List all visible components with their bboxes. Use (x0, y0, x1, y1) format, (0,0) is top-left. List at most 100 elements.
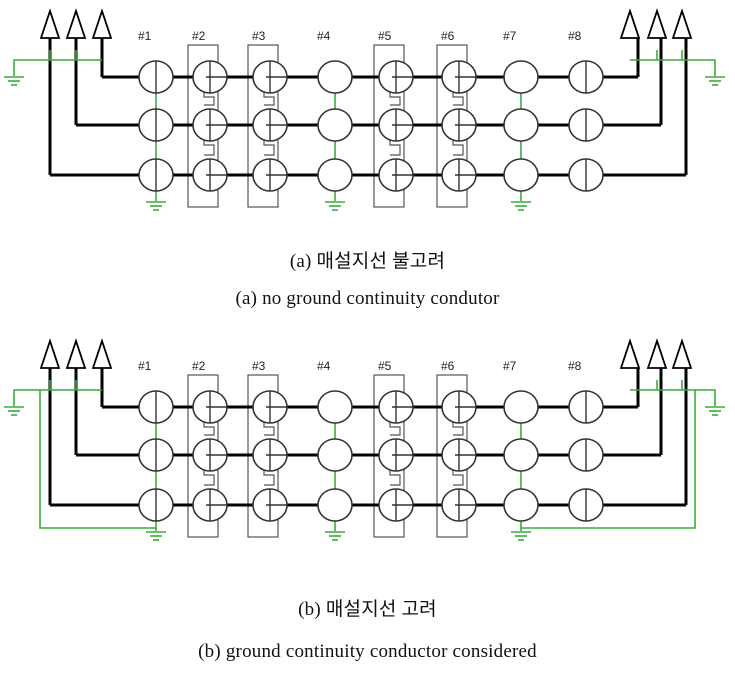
earth-symbol-1 (146, 531, 166, 541)
terminal-arrow-right-2 (646, 338, 668, 369)
joint-3-2 (252, 108, 288, 142)
cable-circuit-diagram-b: #1 #2 #3 #4 #5 #6 #7 #8 (4, 338, 725, 541)
terminal-arrow-left-1 (39, 8, 61, 39)
terminal-arrow-left-2 (65, 338, 87, 369)
terminal-arrow-right-1 (619, 338, 641, 369)
terminal-arrow-right-3 (671, 338, 693, 369)
joint-4-2 (317, 438, 353, 472)
section-label-8: #8 (568, 29, 582, 43)
joint-8-1 (568, 390, 604, 424)
section-label-3: #3 (252, 29, 266, 43)
joint-6-1 (441, 60, 477, 94)
joint-7-1 (503, 60, 539, 94)
ground-rail-right (630, 380, 716, 406)
joint-3-3 (252, 158, 288, 192)
joint-2-2 (192, 108, 228, 142)
continuity-conductor-left (39, 390, 156, 529)
joint-5-3 (378, 158, 414, 192)
earth-symbol-4 (325, 201, 345, 211)
joint-2-2 (192, 438, 228, 472)
joint-6-2 (441, 108, 477, 142)
diagram-panel-a: #1 #2 #3 #4 #5 #6 #7 #8 (0, 0, 735, 230)
joint-1-3 (138, 158, 174, 192)
joint-8-3 (568, 158, 604, 192)
earth-symbol-1 (146, 201, 166, 211)
joint-2-1 (192, 390, 228, 424)
section-label-5: #5 (378, 29, 392, 43)
continuity-conductor-right (521, 390, 696, 529)
joint-1-1 (138, 60, 174, 94)
terminal-arrow-left-2 (65, 8, 87, 39)
joint-4-1 (317, 60, 353, 94)
joint-6-2 (441, 438, 477, 472)
joint-5-1 (378, 390, 414, 424)
section-label-6: #6 (441, 359, 455, 373)
earth-symbol-right (705, 406, 725, 416)
caption-a-korean: (a) 매설지선 불고려 (289, 251, 446, 272)
earth-symbol-right (705, 76, 725, 86)
joint-1-1 (138, 390, 174, 424)
terminal-arrow-right-1 (619, 8, 641, 39)
cable-circuit-diagram-a: #1 #2 #3 #4 #5 #6 #7 #8 (4, 8, 725, 211)
ground-rail-left (13, 380, 102, 406)
joint-3-2 (252, 438, 288, 472)
diagram-panel-b: #1 #2 #3 #4 #5 #6 #7 #8 (0, 330, 735, 575)
joint-8-2 (568, 108, 604, 142)
section-label-5: #5 (378, 359, 392, 373)
ground-rail-right (630, 50, 716, 76)
terminal-arrow-left-3 (91, 8, 113, 39)
joint-8-2 (568, 438, 604, 472)
joint-4-3 (317, 488, 353, 522)
joint-5-3 (378, 488, 414, 522)
joint-1-3 (138, 488, 174, 522)
joint-7-3 (503, 488, 539, 522)
caption-a-english: (a) no ground continuity condutor (235, 288, 500, 309)
joint-7-2 (503, 438, 539, 472)
section-label-7: #7 (503, 359, 517, 373)
earth-symbol-left (4, 406, 24, 416)
earth-symbol-7 (511, 201, 531, 211)
joint-2-1 (192, 60, 228, 94)
joint-4-3 (317, 158, 353, 192)
joint-6-3 (441, 488, 477, 522)
joint-4-2 (317, 108, 353, 142)
section-label-4: #4 (317, 359, 331, 373)
joint-7-2 (503, 108, 539, 142)
joint-1-2 (138, 438, 174, 472)
section-label-2: #2 (192, 29, 206, 43)
terminal-arrow-right-3 (671, 8, 693, 39)
joint-7-3 (503, 158, 539, 192)
terminal-arrow-left-3 (91, 338, 113, 369)
joint-3-1 (252, 60, 288, 94)
joint-5-1 (378, 60, 414, 94)
ground-rail-left (13, 50, 102, 76)
joint-4-1 (317, 390, 353, 424)
joint-3-3 (252, 488, 288, 522)
section-label-4: #4 (317, 29, 331, 43)
section-label-7: #7 (503, 29, 517, 43)
section-label-1: #1 (138, 359, 152, 373)
earth-symbol-4 (325, 531, 345, 541)
earth-symbol-left (4, 76, 24, 86)
joint-1-2 (138, 108, 174, 142)
joint-2-3 (192, 158, 228, 192)
joint-7-1 (503, 390, 539, 424)
joint-8-1 (568, 60, 604, 94)
section-label-8: #8 (568, 359, 582, 373)
joint-6-1 (441, 390, 477, 424)
terminal-arrow-left-1 (39, 338, 61, 369)
section-label-2: #2 (192, 359, 206, 373)
joint-5-2 (378, 108, 414, 142)
caption-b-korean: (b) 매설지선 고려 (298, 599, 437, 620)
joint-3-1 (252, 390, 288, 424)
joint-2-3 (192, 488, 228, 522)
terminal-arrow-right-2 (646, 8, 668, 39)
caption-b-english: (b) ground continuity conductor consider… (198, 641, 537, 662)
earth-symbol-7 (511, 531, 531, 541)
joint-5-2 (378, 438, 414, 472)
section-label-6: #6 (441, 29, 455, 43)
section-label-3: #3 (252, 359, 266, 373)
joint-8-3 (568, 488, 604, 522)
section-label-1: #1 (138, 29, 152, 43)
joint-6-3 (441, 158, 477, 192)
